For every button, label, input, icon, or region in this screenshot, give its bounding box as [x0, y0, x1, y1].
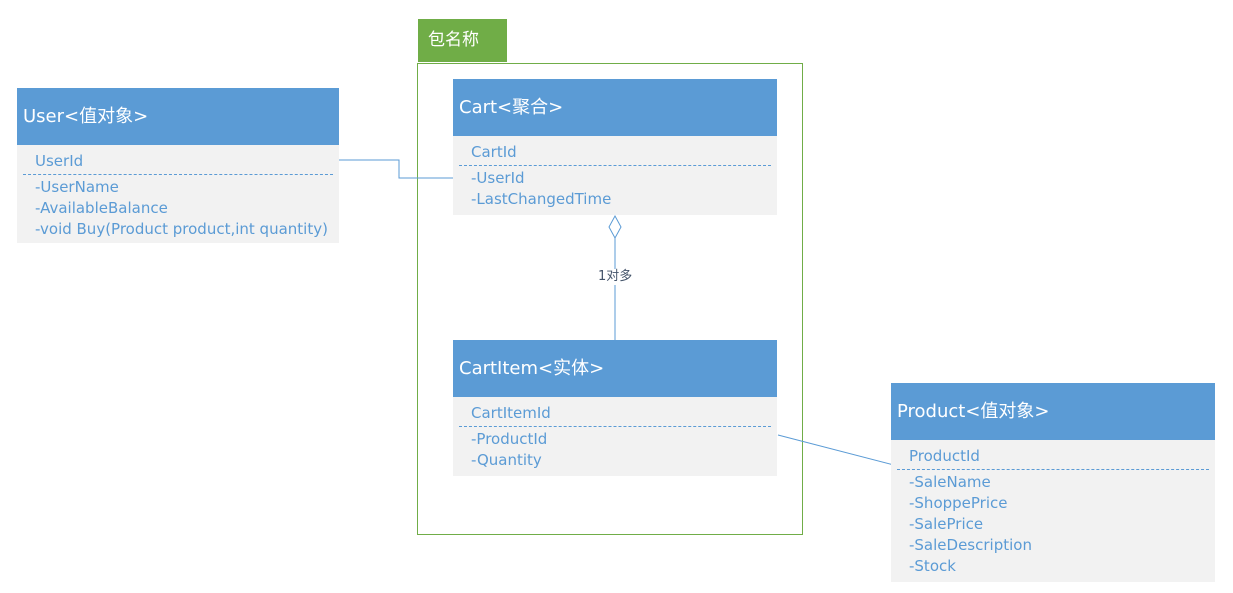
- class-cart-item[interactable]: CartItem<实体> CartItemId -ProductId -Quan…: [453, 340, 777, 476]
- member: -LastChangedTime: [471, 190, 612, 208]
- aggregation-diamond-icon: [608, 214, 622, 240]
- member: -Stock: [909, 557, 956, 575]
- class-product-members: -SaleName -ShoppePrice -SalePrice -SaleD…: [891, 470, 1215, 577]
- package-frame: [417, 63, 803, 535]
- member: -Quantity: [471, 451, 542, 469]
- class-product[interactable]: Product<值对象> ProductId -SaleName -Shoppe…: [891, 383, 1215, 582]
- class-user[interactable]: User<值对象> UserId -UserName -AvailableBal…: [17, 88, 339, 243]
- class-product-id: ProductId: [909, 447, 980, 465]
- user-cart-connector: [334, 159, 455, 179]
- class-cart[interactable]: Cart<聚合> CartId -UserId -LastChangedTime: [453, 79, 777, 215]
- class-cart-item-divider: [459, 426, 771, 427]
- member: -ShoppePrice: [909, 494, 1008, 512]
- member: -UserId: [471, 169, 525, 187]
- member: -AvailableBalance: [35, 199, 168, 217]
- member: -UserName: [35, 178, 119, 196]
- member: -SaleDescription: [909, 536, 1032, 554]
- class-product-title: Product<值对象>: [891, 383, 1215, 440]
- class-cart-item-title: CartItem<实体>: [453, 340, 777, 397]
- class-user-divider: [23, 174, 333, 175]
- class-cart-divider: [459, 165, 771, 166]
- class-user-members: -UserName -AvailableBalance -void Buy(Pr…: [17, 175, 339, 240]
- package-tab: 包名称: [418, 19, 507, 62]
- class-cart-id: CartId: [471, 143, 517, 161]
- class-cart-title: Cart<聚合>: [453, 79, 777, 136]
- multiplicity-label: 1对多: [597, 269, 634, 285]
- member: -SalePrice: [909, 515, 984, 533]
- member: -void Buy(Product product,int quantity): [35, 220, 328, 238]
- member: -ProductId: [471, 430, 548, 448]
- package-name: 包名称: [428, 30, 479, 50]
- class-cart-item-members: -ProductId -Quantity: [453, 427, 777, 471]
- class-product-divider: [897, 469, 1209, 470]
- class-cart-item-id: CartItemId: [471, 404, 551, 422]
- member: -SaleName: [909, 473, 991, 491]
- class-user-id: UserId: [35, 152, 84, 170]
- class-user-title: User<值对象>: [17, 88, 339, 145]
- class-cart-members: -UserId -LastChangedTime: [453, 166, 777, 210]
- cartitem-product-connector: [777, 434, 895, 466]
